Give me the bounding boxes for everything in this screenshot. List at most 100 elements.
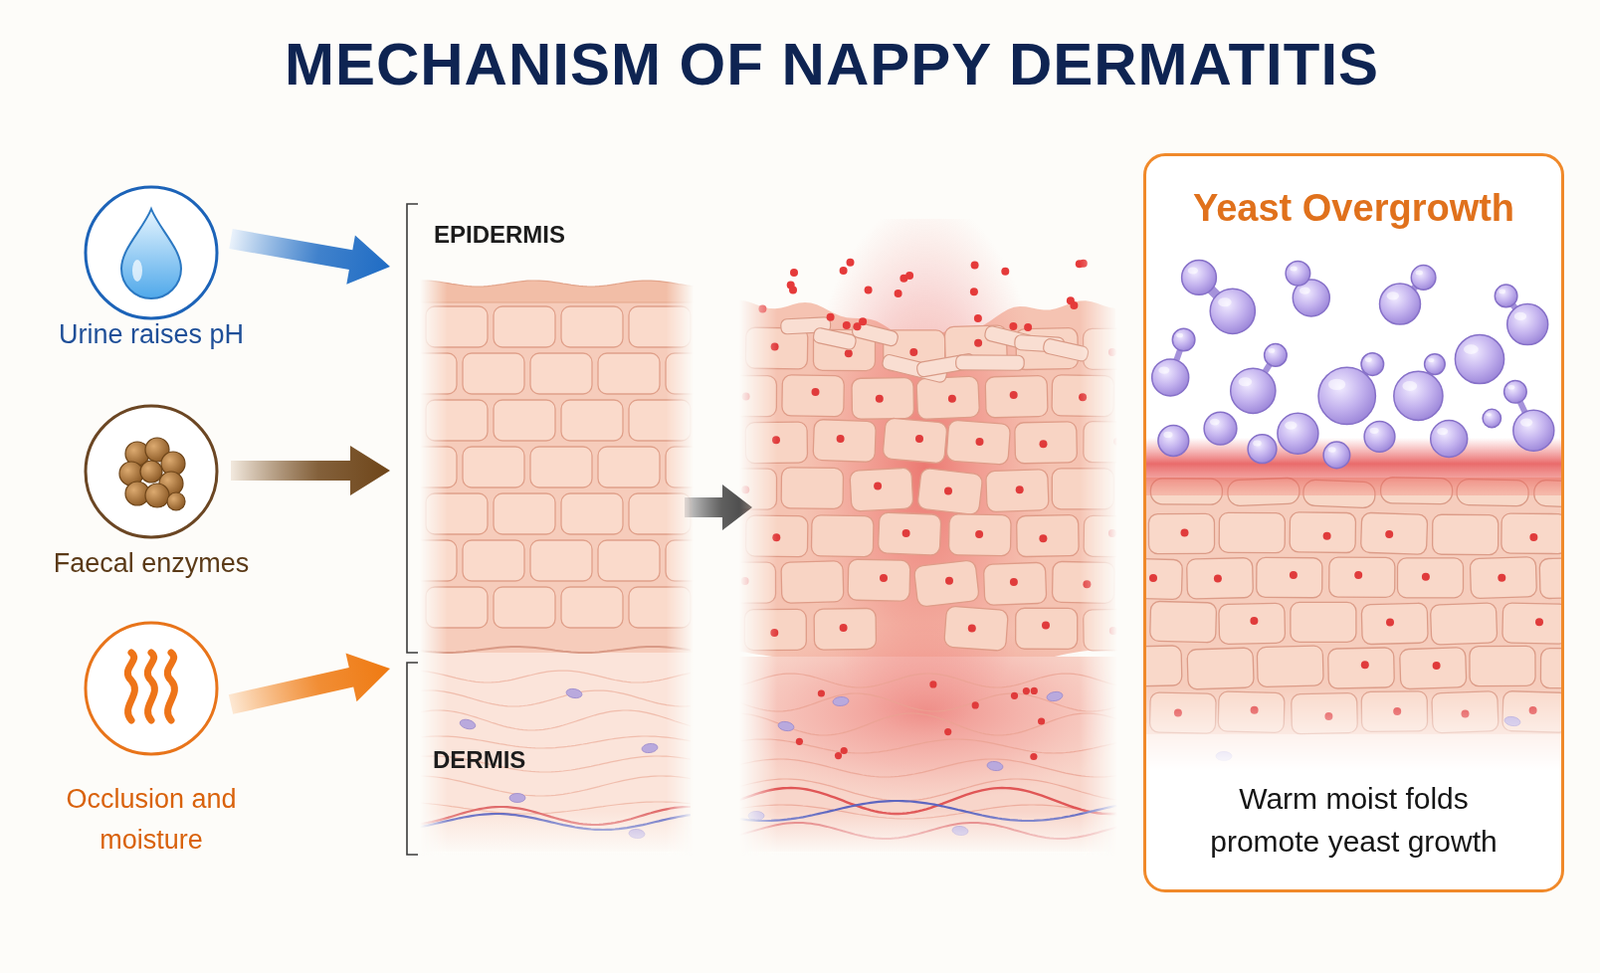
skin-cell [462,446,525,488]
highlight [1252,440,1262,447]
skin-cell [782,375,845,417]
skin-cell [1149,692,1216,734]
inflammation-dot [1149,574,1158,583]
skin-cell [1400,647,1467,690]
skin-cell [1218,602,1286,644]
highlight [1387,291,1400,300]
inflammation-dot [741,485,750,494]
highlight [1365,357,1373,363]
skin-cell [1501,513,1563,555]
arrow-group [228,228,753,715]
highlight [1299,286,1311,294]
inflammation-dot [703,534,712,543]
inflammation-dot [1213,574,1222,583]
inflammation-dot [968,624,977,633]
inflammation-dot [894,289,903,298]
damaged-skin [645,199,1184,856]
skin-cell [916,376,981,420]
highlight [1268,348,1276,354]
yeast-cell [1361,353,1385,377]
inflammation-dot [817,689,825,697]
inflammation-dot [972,701,980,709]
skin-cell [851,377,915,419]
skin-cell [1083,608,1147,651]
skin-cell [810,515,874,558]
inflammation-dot [709,624,718,633]
skin-cell [1187,558,1254,600]
inflammation-dot [676,481,685,490]
skin-cell [1291,693,1359,735]
inflammation-dot [971,260,980,269]
dermal-cell [458,718,477,732]
inflammation-dot [945,577,954,586]
skin-cell [781,561,844,604]
yeast-cell [1430,420,1468,458]
skin-cell [745,421,808,464]
skin-cell [646,467,709,510]
inflammation-dot [1529,706,1538,715]
yeast-cell [1504,381,1528,404]
yeast-cell [1364,421,1396,453]
skin-cell [944,605,1009,651]
skin-cell [493,587,556,628]
node-circle [81,183,221,323]
highlight [1415,270,1423,276]
urine-circle: Urine raises pH [21,183,281,356]
highlight [1508,385,1516,391]
highlight [1158,366,1170,374]
inflammation-dot [842,321,851,330]
arrow [228,228,391,285]
yeast-cell [1158,425,1190,457]
skin-cell [493,493,556,535]
inflammation-dot [1075,259,1084,268]
dermal-cell [640,742,658,754]
skin-cell [462,540,525,582]
skin-cell [744,608,806,650]
yeast-cell [1513,409,1555,451]
dermal-cell [1045,690,1063,703]
yeast-cells [1152,260,1555,469]
circle-outline [85,187,217,319]
node-label: Urine raises pH [21,314,281,356]
inflamed-surface [1145,437,1563,496]
skin-cell [1469,557,1537,600]
highlight [1427,358,1434,363]
inflammation-dot [1010,692,1018,700]
highlight [1498,289,1506,295]
inflammation-dot [772,435,781,444]
inflammation-dot [1037,717,1045,725]
inflammation-dot [1529,533,1538,542]
skin-cell [1328,647,1396,689]
highlight [1328,379,1346,391]
yeast-cell [1482,408,1501,427]
skin-cell [645,374,709,416]
skin-flake [811,327,857,352]
skin-cell [713,562,776,603]
highlight [1163,431,1173,438]
dermal-fiber [419,710,691,731]
inflammation-dot [944,487,953,496]
skin-cell [1145,645,1183,688]
skin-cell [781,467,843,510]
layer-label: DERMIS [432,746,526,776]
inflammation-dot [1535,617,1544,626]
inflammation-dot [1324,712,1333,721]
yeast-cell [1394,371,1443,420]
skin-cell [714,468,777,510]
skin-cell [561,306,623,348]
yeast-cell [1152,359,1190,397]
yeast-panel [1145,260,1563,805]
drop-icon [121,208,182,299]
skin-cell [1469,645,1536,686]
inflammation-dot [1249,616,1258,625]
yeast-cell [1380,283,1421,325]
skin-cell [425,400,488,441]
healthy-skin [327,280,759,856]
inflammation-dot [873,482,882,491]
yeast-cell [1318,367,1376,424]
dermal-cell [1503,715,1521,728]
faeces-circle: Faecal enzymes [21,401,281,585]
highlight [1485,412,1492,417]
yeast-cell [1172,328,1196,352]
inflammation-dot [741,577,750,586]
